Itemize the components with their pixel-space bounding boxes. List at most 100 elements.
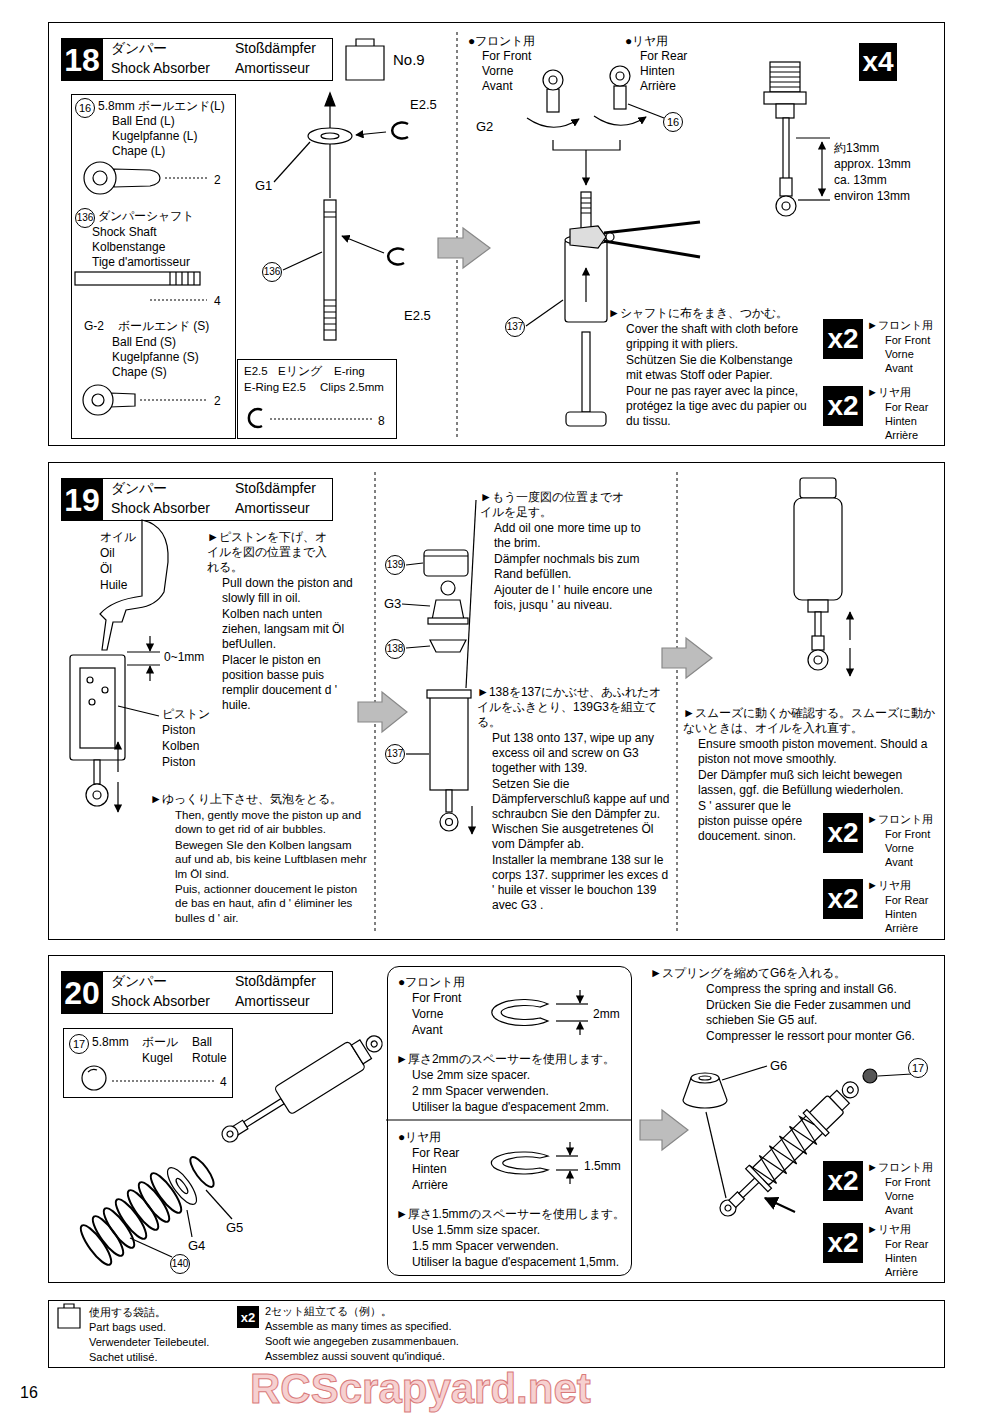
part-label: Stoßdämpfer bbox=[235, 973, 316, 991]
bag-icon bbox=[58, 1308, 80, 1328]
shaft-assembly-drawing bbox=[325, 93, 335, 106]
dimension-line bbox=[796, 138, 830, 200]
instruction-text: Compresser le ressort pour monter G6. bbox=[706, 1029, 941, 1044]
callout-number: 140 bbox=[170, 1254, 190, 1274]
shock-absorber-drawing bbox=[370, 1040, 378, 1048]
spacer-note-box: ●フロント用For FrontVorneAvant2mm►厚さ2mmのスペーサー… bbox=[387, 966, 632, 1276]
shaft-assembly-drawing bbox=[356, 132, 386, 135]
shock-parts-drawing bbox=[446, 819, 453, 826]
instruction-text: For Rear bbox=[412, 1146, 459, 1161]
instruction-text: Vorne bbox=[412, 1007, 443, 1022]
shock-absorber-drawing bbox=[800, 478, 836, 498]
shock-parts-drawing bbox=[424, 555, 468, 556]
rotation-arrow bbox=[553, 140, 620, 150]
count-badge: x2 bbox=[823, 813, 863, 853]
shaft-assembly-drawing bbox=[308, 128, 352, 144]
pliers-drawing bbox=[606, 233, 614, 241]
callout-number: 16 bbox=[75, 98, 95, 118]
callout-number: 137 bbox=[505, 317, 525, 337]
instruction-text: Add oil one more time up to the brim. bbox=[494, 521, 644, 551]
instruction-text: Pour ne pas rayer avec la pince, protége… bbox=[626, 384, 811, 429]
instruction-text: Hinten bbox=[885, 1252, 917, 1266]
instruction-text: ピストン bbox=[162, 707, 210, 722]
instruction-text: Drücken Sie die Feder zusammen und schie… bbox=[706, 998, 921, 1028]
instruction-text: 0~1mm bbox=[164, 650, 204, 665]
instruction-text: Chape (S) bbox=[112, 365, 167, 380]
instruction-text: Use 2mm size spacer. bbox=[412, 1068, 530, 1083]
shock-parts-drawing bbox=[406, 753, 429, 754]
instruction-text: Piston bbox=[162, 755, 195, 770]
count-note: x2►リヤ用For RearHintenArrière bbox=[823, 1223, 945, 1282]
part-label: Amortisseur bbox=[235, 500, 310, 518]
instruction-text: Compress the spring and install G6. bbox=[706, 982, 936, 997]
instruction-text: Cover the shaft with cloth before grippi… bbox=[626, 322, 811, 352]
part-label: E2.5 bbox=[404, 308, 431, 324]
ball-end-drawing bbox=[83, 385, 135, 415]
shaft-assembly-drawing bbox=[324, 200, 336, 340]
instruction-text: 8 bbox=[378, 414, 385, 429]
parts-list-box: E2.5EリングE-ringE-Ring E2.5Clips 2.5mm8 bbox=[237, 359, 397, 439]
shock-parts-drawing bbox=[427, 690, 471, 698]
instruction-text: Part bags used. bbox=[89, 1321, 166, 1335]
instruction-text: Tige d'amortisseur bbox=[92, 255, 190, 270]
dimension-line bbox=[569, 1142, 570, 1155]
part-label: G6 bbox=[770, 1058, 787, 1074]
shock-absorber-drawing bbox=[803, 1110, 829, 1136]
shock-part-drawing bbox=[764, 62, 806, 216]
leader-line bbox=[165, 177, 207, 178]
shaft-assembly-drawing bbox=[274, 142, 310, 182]
parts-list-box: 175.8mmボールBallKugelRotule4 bbox=[63, 1028, 233, 1098]
dimension-line bbox=[127, 651, 160, 652]
instruction-text: ►スムーズに動くか確認する。スムーズに動かないときは、オイルを入れ直す。 bbox=[683, 706, 941, 736]
instruction-text: 4 bbox=[220, 1075, 227, 1090]
dimension-line bbox=[556, 1003, 588, 1004]
instruction-text: ►138を137にかぶせ、あふれたオイルをふきとり、139G3を組立てる。 bbox=[477, 685, 672, 730]
part-label: G5 bbox=[226, 1220, 243, 1236]
ball-end-drawing bbox=[114, 169, 160, 187]
count-badge: x4 bbox=[859, 43, 897, 81]
part-label: G1 bbox=[255, 178, 272, 194]
part-label: Shock Absorber bbox=[111, 500, 210, 518]
shock-absorber-drawing bbox=[226, 1130, 234, 1138]
dimension-line bbox=[569, 1171, 570, 1184]
instruction-text: Oil bbox=[100, 546, 115, 561]
instruction-text: Ensure smooth piston movement. Should a … bbox=[698, 737, 938, 767]
ball-end-drawing bbox=[110, 393, 135, 407]
ball-end-drawing bbox=[83, 385, 113, 415]
dimension-line bbox=[556, 990, 588, 1184]
shock-body-drawing bbox=[80, 668, 115, 748]
instruction-text: Use 1.5mm size spacer. bbox=[412, 1223, 540, 1238]
instruction-text: Avant bbox=[412, 1023, 442, 1038]
count-badge: x2 bbox=[823, 1223, 863, 1263]
shock-absorber-drawing bbox=[794, 498, 842, 600]
instruction-text: Avant bbox=[885, 362, 913, 376]
shock-absorber-drawing bbox=[749, 1113, 825, 1188]
shock-body-drawing bbox=[582, 332, 590, 412]
shock-absorber-drawing bbox=[794, 478, 850, 676]
shaft-assembly-drawing bbox=[342, 236, 384, 253]
shock-parts-drawing bbox=[441, 581, 455, 595]
instruction-text: Hinten bbox=[885, 908, 917, 922]
instruction-text: Put 138 onto 137, wipe up any excess oil… bbox=[492, 731, 672, 776]
instruction-text: Then, gently move the piston up and down… bbox=[175, 808, 370, 837]
ball-end-drawing bbox=[610, 66, 630, 109]
shock-absorber-drawing bbox=[846, 1086, 854, 1094]
shock-absorber-drawing bbox=[808, 650, 828, 670]
instruction-text: Rotule bbox=[192, 1051, 227, 1066]
instruction-text: Vorne bbox=[885, 1190, 914, 1204]
instruction-text: 1.5 mm Spacer verwenden. bbox=[412, 1239, 559, 1254]
shock-parts-drawing bbox=[432, 600, 464, 620]
rotation-arrow bbox=[527, 104, 664, 185]
ball-drawing bbox=[88, 1069, 97, 1072]
instruction-text: Puis, actionner doucement le piston de b… bbox=[175, 882, 370, 925]
part-label: G4 bbox=[188, 1238, 205, 1254]
dashed-separator bbox=[677, 472, 678, 932]
part-label: G3 bbox=[384, 596, 401, 612]
shock-body-drawing bbox=[566, 412, 606, 426]
shock-body-drawing bbox=[581, 192, 591, 232]
instruction-text: E2.5 bbox=[244, 364, 268, 378]
instruction-text: Utiliser la bague d'espacement 2mm. bbox=[412, 1100, 609, 1115]
shock-absorber-drawing bbox=[215, 1026, 390, 1152]
shock-parts-drawing bbox=[428, 618, 468, 624]
step-number: 20 bbox=[61, 971, 103, 1014]
